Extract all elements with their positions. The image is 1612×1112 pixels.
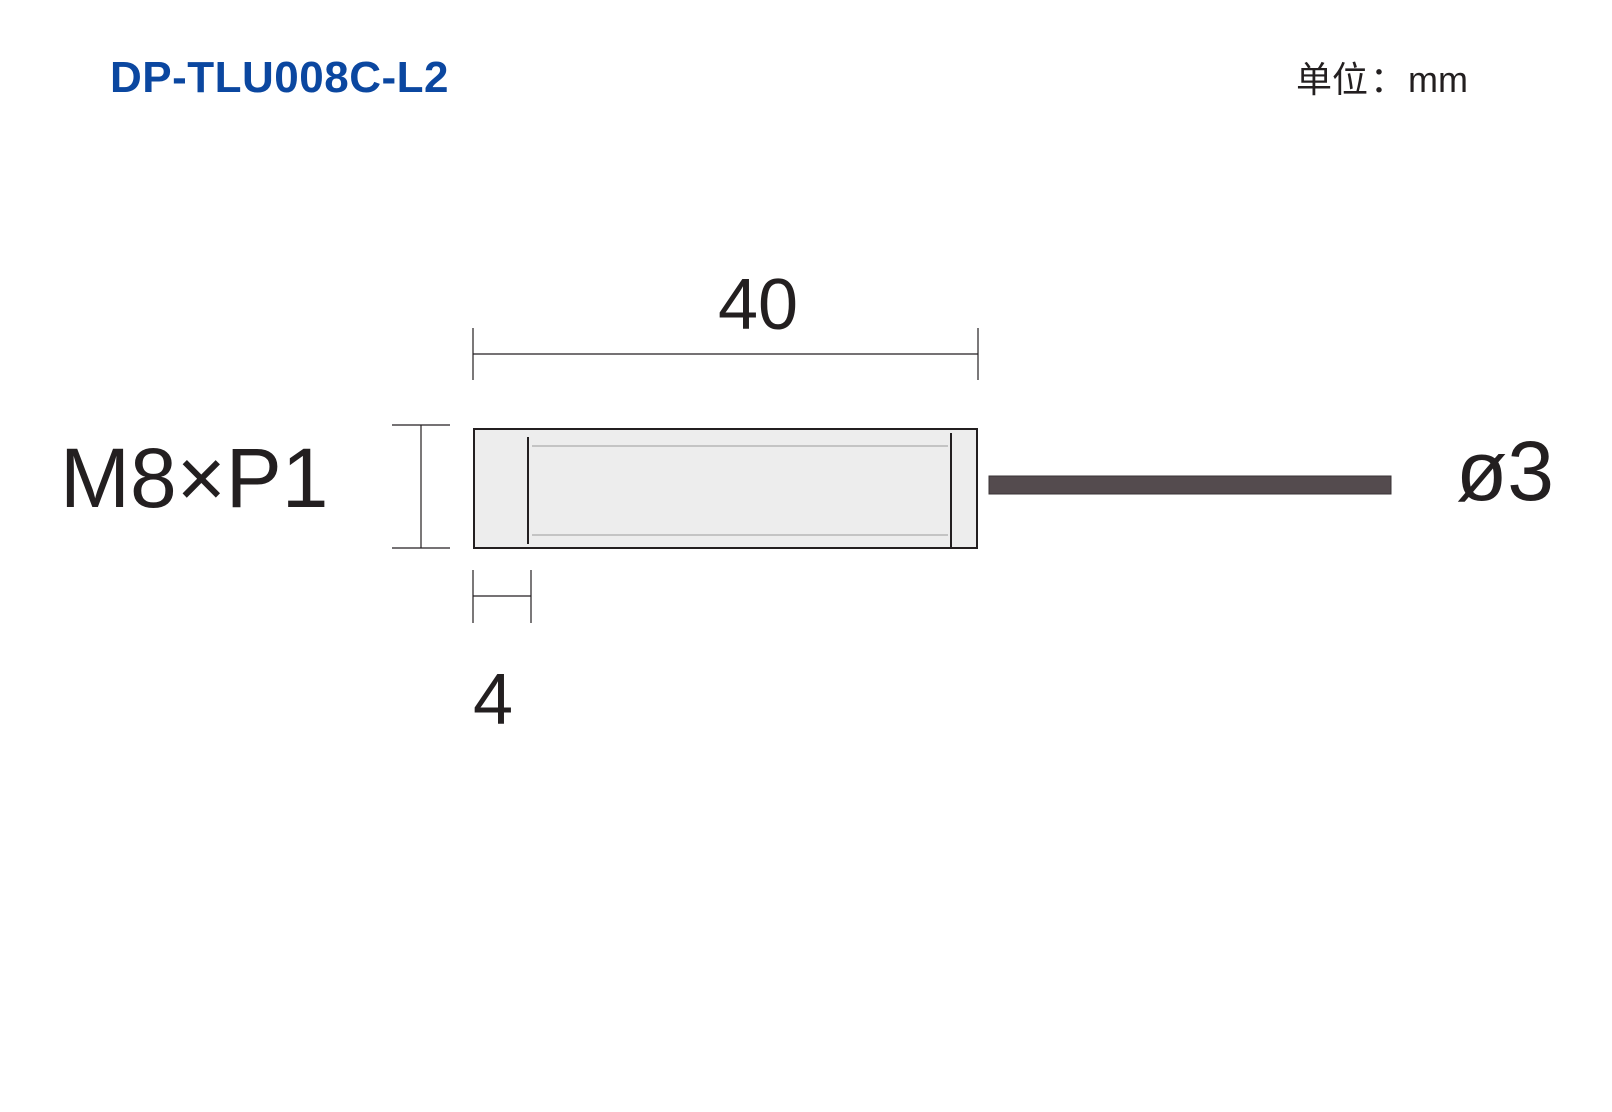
end-length-dimension: 4 <box>472 570 532 740</box>
unit-note: 单位：mm <box>1296 62 1468 98</box>
length-label: 40 <box>718 265 798 345</box>
cable: ø3 <box>988 424 1554 518</box>
unit-separator: ： <box>1370 59 1407 100</box>
unit-label: 单位 <box>1296 59 1369 100</box>
model-title: DP-TLU008C-L2 <box>110 56 449 100</box>
length-dimension: 40 <box>472 265 979 380</box>
sensor-body <box>473 428 978 549</box>
thread-dimension: M8×P1 <box>60 424 450 549</box>
cable-line <box>988 475 1392 495</box>
cable-diameter-label: ø3 <box>1456 424 1554 518</box>
thread-label: M8×P1 <box>60 431 329 525</box>
unit-value: mm <box>1408 59 1469 100</box>
model-code: DP-TLU008C-L2 <box>110 53 449 102</box>
end-length-label: 4 <box>473 660 513 740</box>
body-outline <box>473 428 978 549</box>
